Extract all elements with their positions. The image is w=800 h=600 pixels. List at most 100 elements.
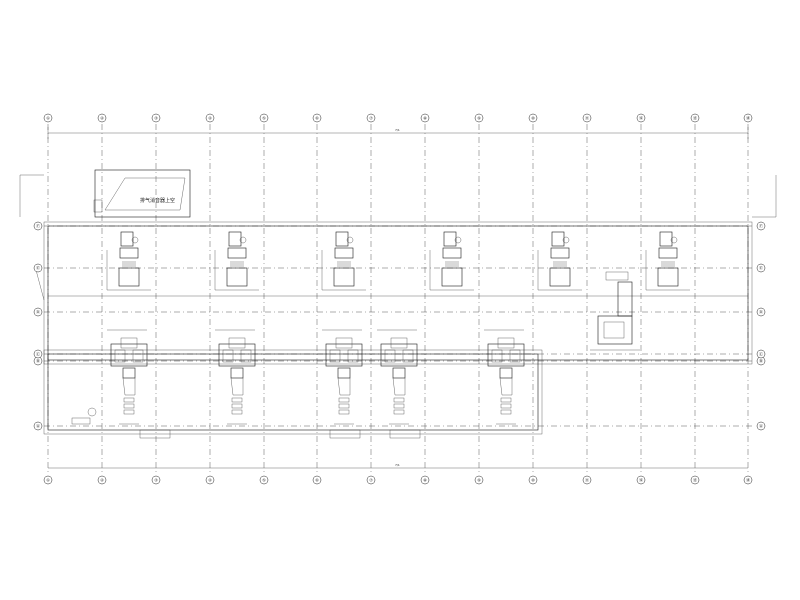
axis-bubble-top: ⑤ — [259, 113, 269, 123]
axis-label: ② — [100, 116, 104, 121]
axis-bubble-left: Ⓔ — [33, 263, 43, 273]
axis-label: ⑭ — [746, 477, 750, 483]
duct-drop — [230, 377, 244, 396]
silencer-segment — [231, 409, 243, 415]
axis-bubble-bottom: ③ — [151, 475, 161, 485]
axis-bubble-bottom: ⑬ — [690, 475, 700, 485]
lower-unit — [107, 329, 148, 425]
axis-bubble-bottom: ⑤ — [259, 475, 269, 485]
axis-bubble-bottom: ① — [43, 475, 53, 485]
upper-unit — [645, 231, 690, 291]
axis-bubble-left: Ⓒ — [33, 349, 43, 359]
silencer-segment — [338, 403, 350, 409]
axis-bubble-top: ④ — [205, 113, 215, 123]
axis-label: ⑩ — [531, 116, 535, 121]
ahu-top-damper — [497, 337, 515, 349]
axis-label: ⑭ — [746, 115, 750, 121]
duct-box — [499, 367, 513, 379]
ahu-top-damper — [228, 337, 246, 349]
duct-box — [122, 367, 136, 379]
silencer-segment — [393, 403, 405, 409]
ahu-frame — [487, 343, 525, 367]
axis-label: ① — [46, 478, 50, 483]
axis-label: ② — [100, 478, 104, 483]
duct-drop — [392, 377, 406, 396]
axis-label: ④ — [208, 116, 212, 121]
axis-label: ⑬ — [693, 477, 697, 483]
unit-casing — [657, 267, 679, 287]
axis-label: ⑫ — [639, 477, 643, 483]
axis-grid — [44, 124, 754, 474]
upper-hall-wall — [47, 225, 749, 361]
axis-label: Ⓔ — [36, 265, 40, 271]
axis-bubble-right: Ⓔ — [756, 263, 766, 273]
upper-unit — [429, 231, 474, 291]
axis-label: Ⓔ — [759, 265, 763, 271]
unit-top-box — [659, 231, 673, 247]
lower-hall-outer — [43, 349, 543, 435]
axis-bubble-bottom: ⑩ — [528, 475, 538, 485]
axis-bubble-bottom: ⑥ — [312, 475, 322, 485]
axis-label: ⑨ — [477, 116, 481, 121]
axis-bubble-right: Ⓕ — [756, 221, 766, 231]
upper-unit — [106, 231, 151, 291]
axis-bubble-bottom: ④ — [205, 475, 215, 485]
base-pad — [329, 429, 361, 439]
side-unit — [590, 271, 640, 351]
axis-label: ⑧ — [423, 478, 427, 483]
axis-bubble-top: ⑧ — [420, 113, 430, 123]
silencer-segment — [393, 397, 405, 403]
ahu-section-right — [509, 349, 521, 363]
axis-label: ⑨ — [477, 478, 481, 483]
ahu-top-damper — [335, 337, 353, 349]
fan-icon — [239, 236, 247, 244]
fan-icon — [562, 236, 570, 244]
axis-bubble-left: Ⓓ — [33, 307, 43, 317]
axis-label: Ⓒ — [759, 351, 763, 357]
axis-label: ⑫ — [639, 115, 643, 121]
ahu-frame — [380, 343, 418, 367]
fan-icon — [670, 236, 678, 244]
axis-bubble-right: Ⓐ — [756, 421, 766, 431]
axis-label: ⑧ — [423, 116, 427, 121]
silencer-segment — [123, 403, 135, 409]
axis-label: ③ — [154, 116, 158, 121]
axis-label: ⑥ — [315, 478, 319, 483]
unit-casing — [118, 267, 140, 287]
axis-label: ⑪ — [585, 477, 589, 483]
lower-unit — [377, 329, 418, 425]
axis-bubble-bottom: ⑨ — [474, 475, 484, 485]
duct-drop — [122, 377, 136, 396]
base-pad — [389, 429, 421, 439]
upper-unit — [214, 231, 259, 291]
duct-box — [337, 367, 351, 379]
unit-body — [227, 247, 247, 259]
lower-hall-wall — [47, 353, 539, 431]
side-ahu — [597, 315, 633, 345]
axis-label: ⑤ — [262, 116, 266, 121]
upper-unit — [321, 231, 366, 291]
unit-body — [658, 247, 678, 259]
unit-body — [334, 247, 354, 259]
axis-bubble-top: ② — [97, 113, 107, 123]
duct-drop — [499, 377, 513, 396]
axis-bubble-bottom: ② — [97, 475, 107, 485]
ahu-section-left — [491, 349, 503, 363]
axis-label: Ⓕ — [759, 223, 763, 229]
axis-label: ⑩ — [531, 478, 535, 483]
axis-label: ⑪ — [585, 115, 589, 121]
axis-label: Ⓒ — [36, 351, 40, 357]
lower-unit — [484, 329, 525, 425]
duct-drop — [337, 377, 351, 396]
axis-label: ④ — [208, 478, 212, 483]
unit-casing — [333, 267, 355, 287]
pump-icon — [87, 407, 97, 417]
axis-bubble-top: ⑦ — [366, 113, 376, 123]
ahu-section-right — [347, 349, 359, 363]
axis-label: ③ — [154, 478, 158, 483]
side-ahu-core — [603, 321, 625, 339]
total-dimension: 7/1 — [395, 128, 400, 132]
axis-bubble-bottom: ⑦ — [366, 475, 376, 485]
silencer-segment — [123, 397, 135, 403]
